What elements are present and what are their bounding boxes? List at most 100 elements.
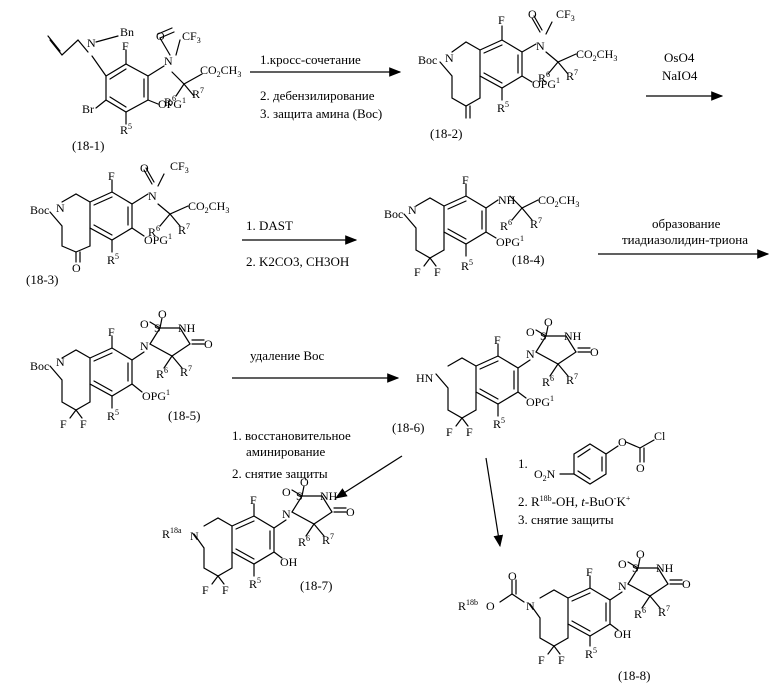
atom-bn-18-1: Bn <box>120 25 134 39</box>
atom-nh-18-4: NH <box>498 193 516 207</box>
atom-n2-18-6: N <box>526 347 535 361</box>
step3-condition-2: 2. K2CO3, CH3OH <box>246 254 349 269</box>
step1-condition-2: 2. дебензилирование <box>260 88 375 103</box>
compound-label-18-4: (18-4) <box>512 252 545 267</box>
atom-opg1-18-3: OPG1 <box>144 232 172 247</box>
atom-br-18-1: Br <box>82 102 94 116</box>
atom-o-s1-18-7: O <box>282 485 291 499</box>
atom-r6-18-8: R6 <box>634 606 646 621</box>
compound-label-18-7: (18-7) <box>300 578 333 593</box>
atom-r7-18-8: R7 <box>658 604 670 619</box>
atom-f-18-3: F <box>108 169 115 183</box>
atom-f2-18-7: F <box>202 583 209 597</box>
atom-n2-18-8: N <box>618 579 627 593</box>
atom-cf3-18-3: CF3 <box>170 159 189 175</box>
atom-o2n-reagent: O2N <box>534 467 556 483</box>
atom-o-ester-18-8: O <box>486 599 495 613</box>
atom-r7-18-3: R7 <box>178 222 190 237</box>
atom-r7-18-7: R7 <box>322 532 334 547</box>
step1-condition-3: 3. защита амина (Boc) <box>260 106 382 121</box>
atom-s-18-6: S <box>540 329 547 343</box>
atom-o-carbonyl-18-8: O <box>508 569 517 583</box>
atom-f2-18-6: F <box>446 425 453 439</box>
atom-r5-18-8: R5 <box>585 646 597 661</box>
atom-r6-18-5: R6 <box>156 366 168 381</box>
step7-condition-3: 3. снятие защиты <box>518 512 614 527</box>
atom-n-18-7: N <box>190 529 199 543</box>
step3-condition-1: 1. DAST <box>246 218 293 233</box>
atom-r5-18-1: R5 <box>120 122 132 137</box>
atom-o-s1-18-6: O <box>526 325 535 339</box>
atom-o-18-2: O <box>528 7 537 21</box>
atom-r5-18-3: R5 <box>107 252 119 267</box>
reaction-arrow-6 <box>336 456 402 498</box>
atom-co2ch3-18-1: CO2CH3 <box>200 63 241 79</box>
atom-n-18-4: N <box>408 203 417 217</box>
atom-n2-18-7: N <box>282 507 291 521</box>
atom-r7-18-4: R7 <box>530 216 542 231</box>
atom-o-s2-18-8: O <box>636 547 645 561</box>
atom-co2ch3-18-3: CO2CH3 <box>188 199 229 215</box>
atom-o-s2-18-5: O <box>158 307 167 321</box>
atom-o-18-3: O <box>140 161 149 175</box>
atom-r6-18-4: R6 <box>500 218 512 233</box>
atom-n-18-8: N <box>526 599 535 613</box>
atom-r5-18-6: R5 <box>493 416 505 431</box>
atom-n-18-3: N <box>56 201 65 215</box>
step6-condition-3: 2. снятие защиты <box>232 466 328 481</box>
atom-o2-reagent: O <box>636 461 645 475</box>
atom-r7-18-1: R7 <box>192 86 204 101</box>
atom-boc-18-5: Boc <box>30 359 49 373</box>
atom-opg1-18-2: OPG1 <box>532 76 560 91</box>
compound-label-18-3: (18-3) <box>26 272 59 287</box>
atom-o2-18-3: O <box>72 261 81 275</box>
atom-o3-18-7: O <box>346 505 355 519</box>
atom-f2-18-4: F <box>414 265 421 279</box>
atom-s-18-8: S <box>632 561 639 575</box>
atom-n2-18-2: N <box>536 39 545 53</box>
atom-f2-18-5: F <box>60 417 67 431</box>
step6-condition-2: аминирование <box>246 444 326 459</box>
atom-nh-18-8: NH <box>656 561 674 575</box>
atom-n-18-1: N <box>87 36 96 50</box>
atom-o-s2-18-7: O <box>300 475 309 489</box>
atom-f-18-1: F <box>122 39 129 53</box>
atom-oh-18-7: OH <box>280 555 298 569</box>
step1-condition-1: 1.кросс-сочетание <box>260 52 361 67</box>
atom-r6-18-6: R6 <box>542 374 554 389</box>
atom-o3-18-8: O <box>682 577 691 591</box>
atom-s-18-7: S <box>296 489 303 503</box>
atom-boc-18-2: Boc <box>418 53 437 67</box>
step2-condition-1: OsO4 <box>664 50 695 65</box>
atom-f3-18-6: F <box>466 425 473 439</box>
atom-f-18-7: F <box>250 493 257 507</box>
atom-f-18-8: F <box>586 565 593 579</box>
compound-label-18-1: (18-1) <box>72 138 105 153</box>
atom-f3-18-4: F <box>434 265 441 279</box>
step5-condition: удаление Boc <box>250 348 325 363</box>
atom-o-18-1: O <box>156 29 165 43</box>
atom-opg1-18-5: OPG1 <box>142 388 170 403</box>
atom-co2ch3-18-2: CO2CH3 <box>576 47 617 63</box>
atom-f3-18-8: F <box>558 653 565 667</box>
step4-condition-1: образование <box>652 216 721 231</box>
atom-r18a-18-7: R18a <box>162 526 182 541</box>
atom-f-18-4: F <box>462 173 469 187</box>
step7-condition-2: 2. R18b-OH, t-BuO-K+ <box>518 494 631 509</box>
atom-nh-18-6: NH <box>564 329 582 343</box>
atom-r6-18-7: R6 <box>298 534 310 549</box>
atom-r7-18-5: R7 <box>180 364 192 379</box>
atom-o-s2-18-6: O <box>544 315 553 329</box>
structure-18-3 <box>50 168 188 262</box>
atom-hn-18-6: HN <box>416 371 434 385</box>
reaction-arrow-7 <box>486 458 500 546</box>
step2-condition-2: NaIO4 <box>662 68 698 83</box>
atom-r5-18-5: R5 <box>107 408 119 423</box>
atom-r5-18-7: R5 <box>249 576 261 591</box>
atom-n2-18-1: N <box>164 54 173 68</box>
atom-r5-18-4: R5 <box>461 258 473 273</box>
atom-f3-18-5: F <box>80 417 87 431</box>
atom-n2-18-5: N <box>140 339 149 353</box>
atom-f-18-2: F <box>498 13 505 27</box>
